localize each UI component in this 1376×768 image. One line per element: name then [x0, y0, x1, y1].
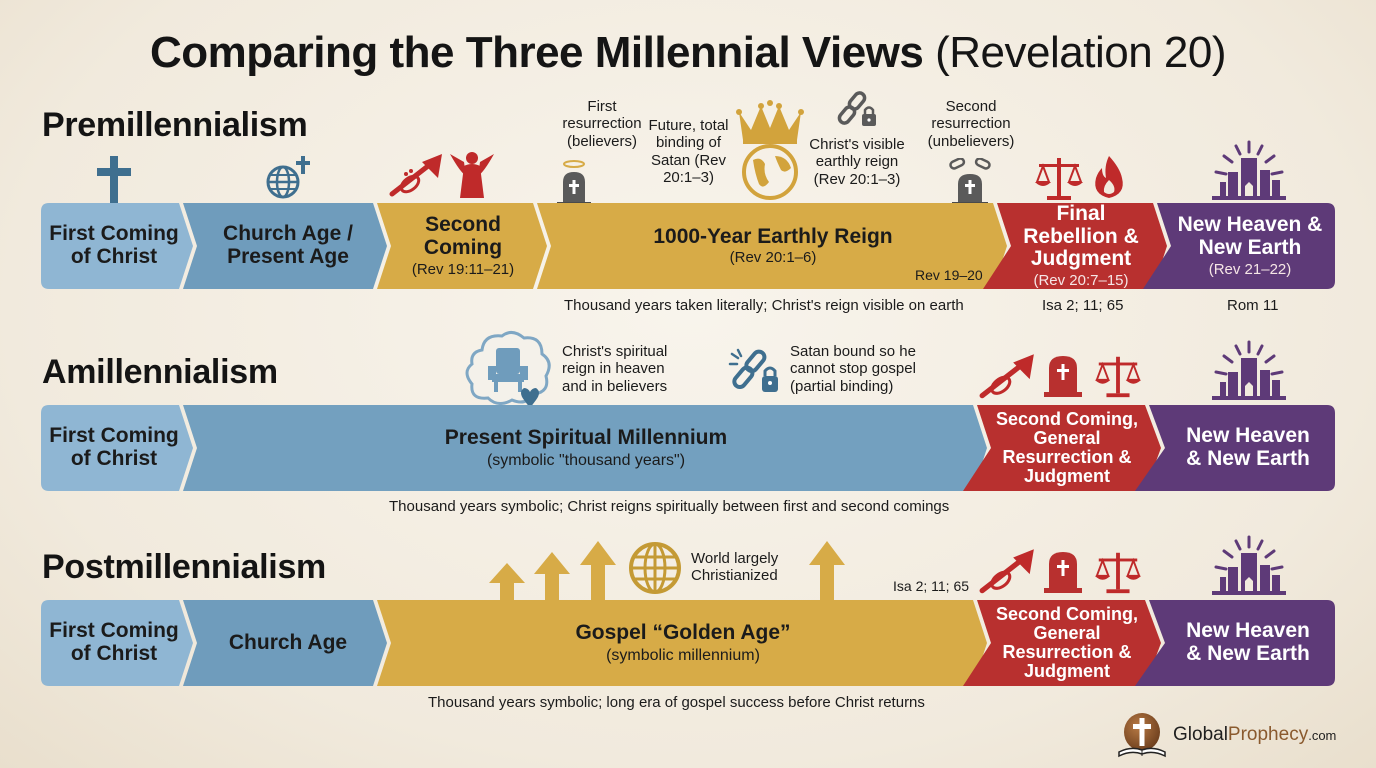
post-first-coming-segment: First Coming of Christ: [49, 619, 179, 665]
globe-cross-icon: [265, 156, 313, 200]
pre-new-earth-ref: Rom 11: [1227, 297, 1279, 314]
pre-judgment-ref: Isa 2; 11; 65: [1042, 297, 1124, 314]
scales-icon: [1033, 156, 1085, 200]
pre-new-heaven-segment: New Heaven & New Earth (Rev 21–22): [1177, 213, 1323, 278]
title-bold: Comparing the Three Millennial Views: [150, 28, 924, 77]
pre-final-rebellion-segment: Final Rebellion & Judgment (Rev 20:7–15): [1023, 201, 1139, 289]
trumpet-icon: [978, 547, 1038, 595]
trumpet-icon: [978, 352, 1038, 400]
post-church-age-segment: Church Age: [228, 630, 348, 654]
amillennial-timeline: First Coming of Christ Present Spiritual…: [41, 405, 1335, 491]
crown-globe-icon: [733, 100, 807, 200]
post-new-heaven-segment: New Heaven & New Earth: [1186, 619, 1310, 665]
bible-cross-icon: [1118, 713, 1166, 758]
postmillennial-timeline: First Coming of Christ Church Age Gospel…: [41, 600, 1335, 686]
scales-icon: [1093, 354, 1143, 398]
up-arrow-icon: [533, 552, 571, 601]
first-resurrection-callout: First resurrection (believers): [562, 98, 642, 150]
binding-callout: Future, total binding of Satan (Rev 20:1…: [648, 117, 729, 186]
page-title: Comparing the Three Millennial Views (Re…: [0, 28, 1376, 78]
chain-lock-icon: [836, 90, 882, 132]
visible-reign-callout: Christ's visible earthly reign (Rev 20:1…: [809, 136, 905, 188]
tombstone-icon: [1044, 354, 1082, 398]
post-isa-ref: Isa 2; 11; 65: [893, 578, 970, 594]
second-resurrection-callout: Second resurrection (unbelievers): [927, 98, 1015, 150]
christianized-callout: World largely Christianized: [691, 550, 779, 585]
amil-new-heaven-segment: New Heaven & New Earth: [1186, 424, 1310, 470]
amillennialism-heading: Amillennialism: [42, 353, 278, 391]
satan-bound-callout: Satan bound so he cannot stop gospel (pa…: [790, 343, 916, 395]
amil-spiritual-millennium-segment: Present Spiritual Millennium (symbolic "…: [444, 426, 728, 469]
premillennial-timeline: First Coming of Christ Church Age / Pres…: [41, 201, 1335, 289]
logo-text: GlobalProphecy.com: [1173, 724, 1337, 745]
fire-icon: [1090, 154, 1128, 200]
chain-lock-icon: [728, 348, 784, 396]
new-jerusalem-icon: [1208, 535, 1290, 595]
angel-icon: [450, 150, 494, 198]
amil-summary-note: Thousand years symbolic; Christ reigns s…: [389, 498, 950, 515]
postmillennialism-heading: Postmillennialism: [42, 548, 326, 586]
trumpet-icon: [388, 152, 446, 198]
amil-second-coming-segment: Second Coming, General Resurrection & Ju…: [995, 409, 1138, 486]
scales-icon: [1093, 550, 1143, 594]
halo-tombstone-icon: [555, 160, 593, 206]
cross-icon: [97, 156, 131, 204]
pre-millennial-reign-segment: 1000-Year Earthly Reign (Rev 20:1–6): [653, 224, 893, 267]
rev-19-20-ref: Rev 19–20: [915, 267, 983, 283]
post-golden-age-segment: Gospel “Golden Age” (symbolic millennium…: [575, 621, 791, 664]
up-arrow-icon: [488, 563, 526, 601]
globe-icon: [628, 541, 682, 595]
title-reference: (Revelation 20): [935, 28, 1226, 77]
post-summary-note: Thousand years symbolic; long era of gos…: [428, 694, 925, 711]
cloud-throne-heart-icon: [462, 330, 554, 420]
pre-church-age-segment: Church Age / Present Age: [223, 222, 353, 268]
post-second-coming-segment: Second Coming, General Resurrection & Ju…: [995, 604, 1138, 681]
pre-second-coming-segment: Second Coming (Rev 19:11–21): [411, 213, 515, 278]
amil-first-coming-segment: First Coming of Christ: [49, 424, 179, 470]
pre-first-coming-segment: First Coming of Christ: [49, 222, 179, 268]
pre-summary-note: Thousand years taken literally; Christ's…: [564, 297, 964, 314]
premillennialism-heading: Premillennialism: [42, 106, 308, 144]
spiritual-reign-callout: Christ's spiritual reign in heaven and i…: [562, 343, 668, 395]
new-jerusalem-icon: [1208, 140, 1290, 200]
up-arrow-icon: [579, 541, 617, 601]
broken-chain-tombstone-icon: [948, 158, 992, 206]
globalprophecy-logo[interactable]: GlobalProphecy.com: [1115, 712, 1336, 758]
new-jerusalem-icon: [1208, 340, 1290, 400]
tombstone-icon: [1044, 550, 1082, 594]
up-arrow-icon: [808, 541, 846, 601]
